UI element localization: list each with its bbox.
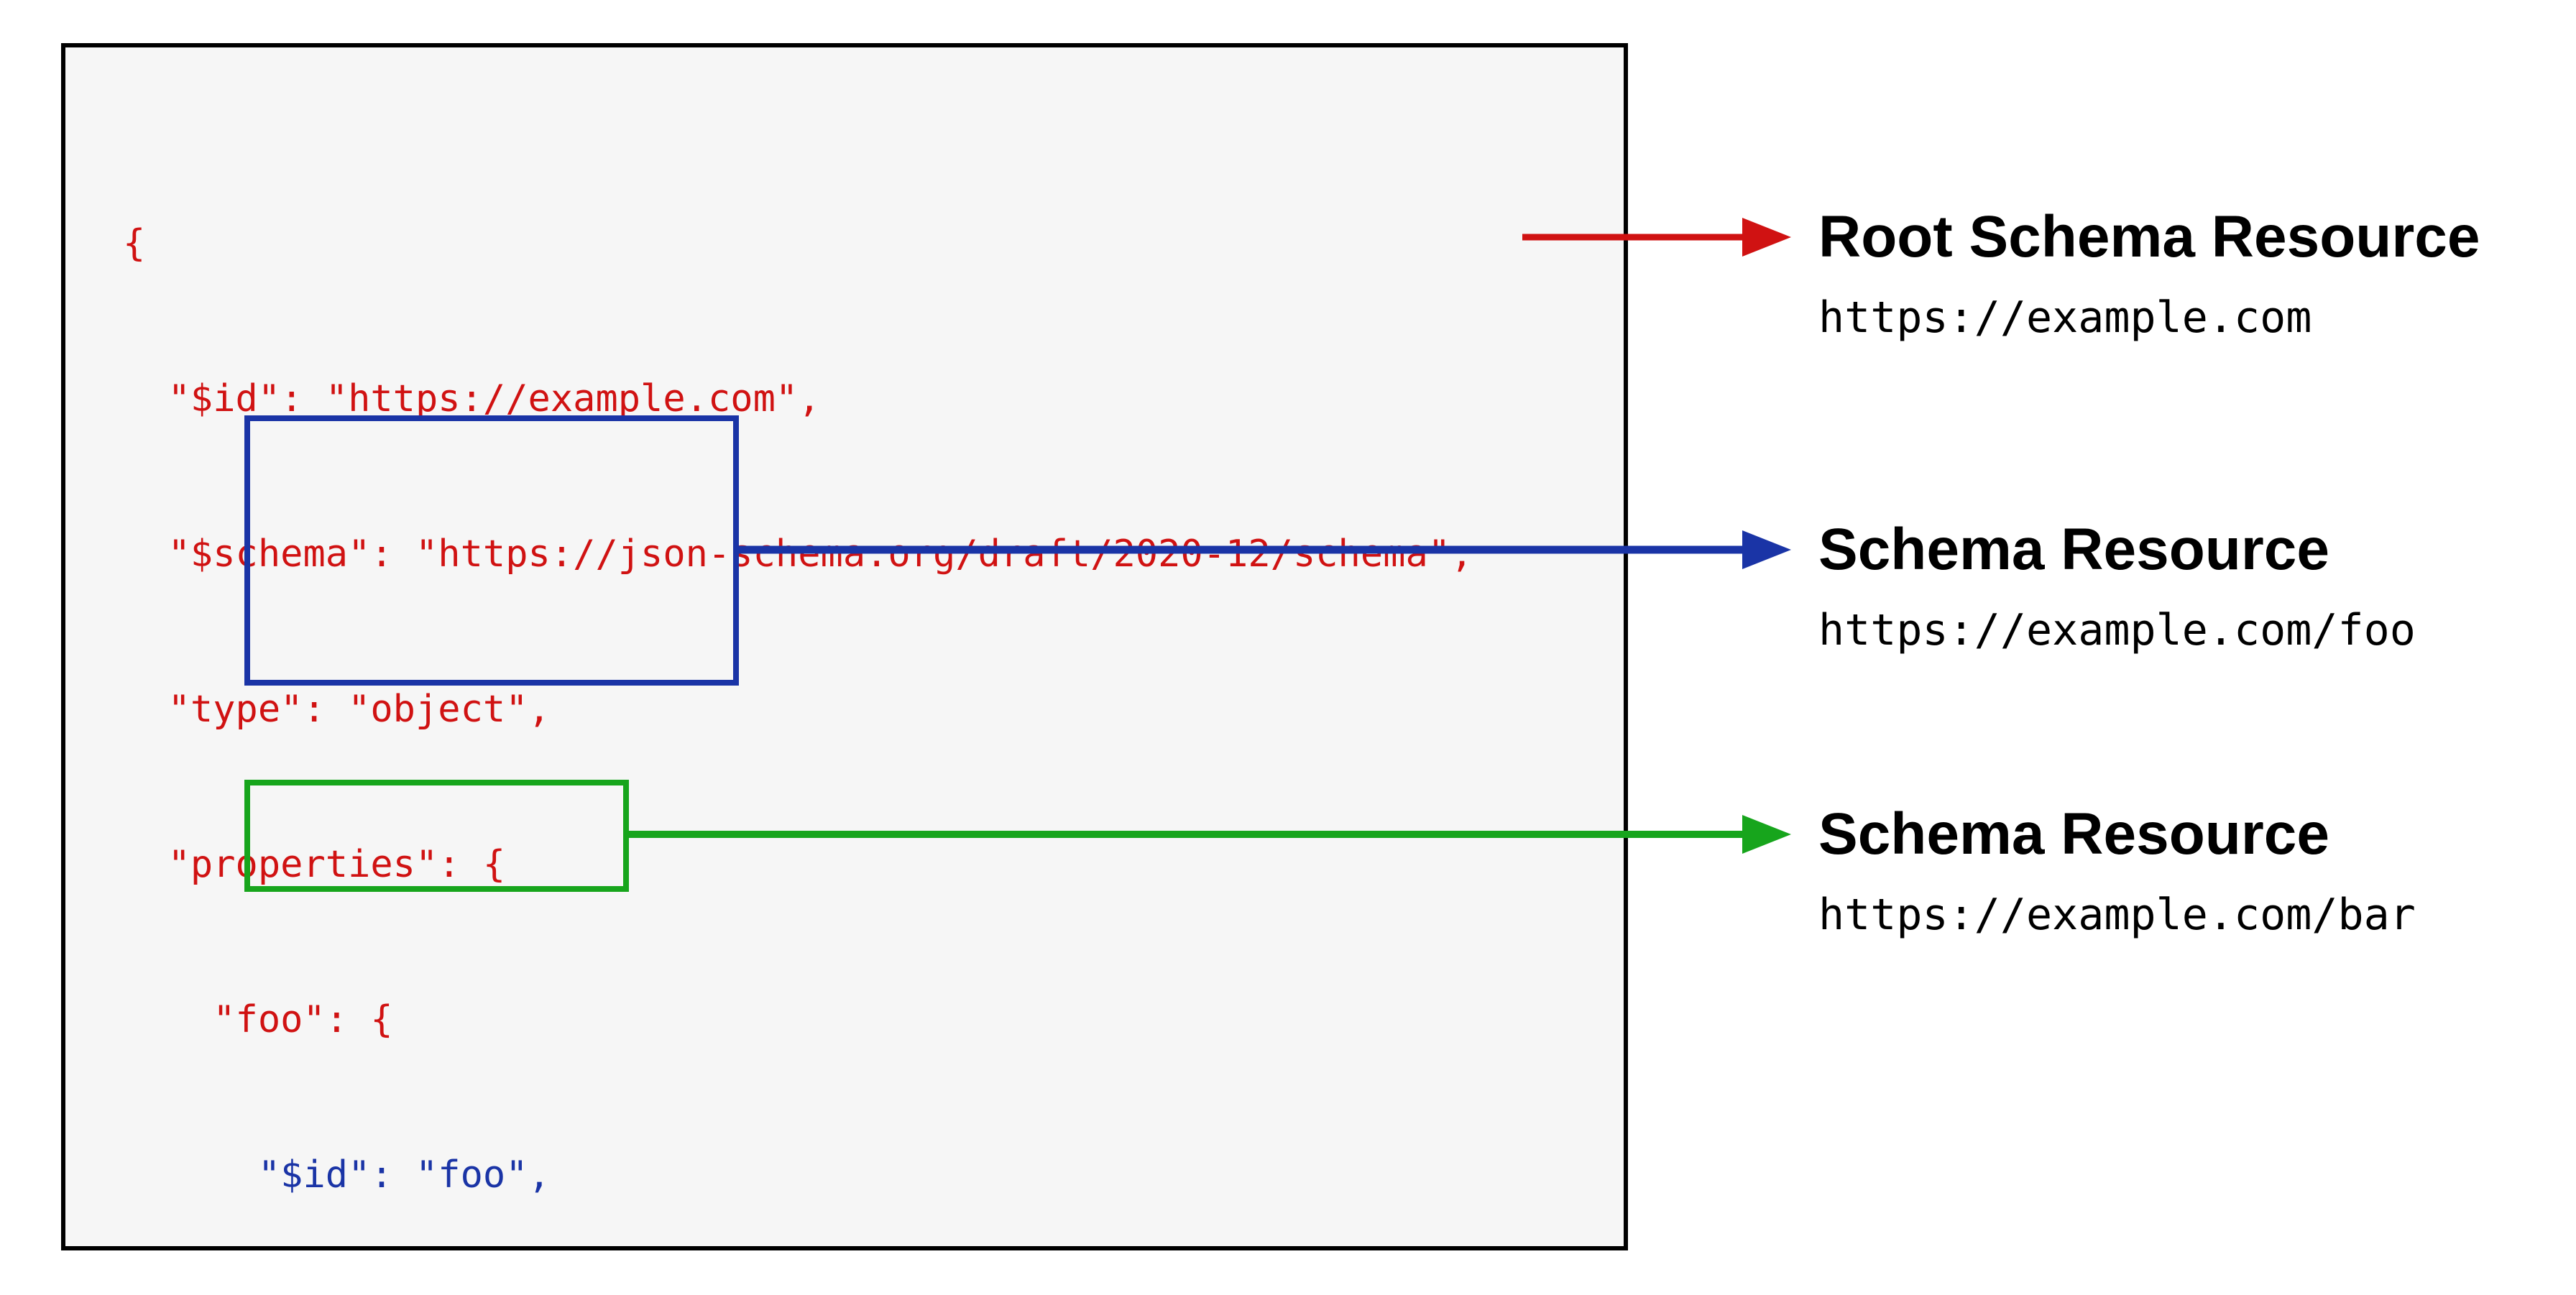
- foo-schema-resource-title: Schema Resource: [1818, 517, 2330, 582]
- root-schema-resource-url: https://example.com: [1818, 292, 2312, 343]
- code-line: {: [123, 222, 146, 265]
- code-line-foo-id: "$id": "foo",: [123, 1153, 551, 1197]
- code-line: "type": "object",: [123, 688, 551, 731]
- bar-schema-resource-box: [244, 780, 629, 892]
- json-code-panel: { "$id": "https://example.com", "$schema…: [61, 43, 1628, 1250]
- bar-schema-resource-title: Schema Resource: [1818, 801, 2330, 867]
- code-line: "$id": "https://example.com",: [123, 377, 821, 420]
- foo-schema-resource-url: https://example.com/foo: [1818, 605, 2416, 655]
- json-code-block: { "$id": "https://example.com", "$schema…: [123, 114, 1473, 1295]
- code-line-schema: "$schema": "https://json-schema.org/draf…: [123, 533, 1473, 576]
- bar-schema-resource-url: https://example.com/bar: [1818, 890, 2416, 940]
- code-line: "foo": {: [123, 998, 393, 1041]
- code-line: "properties": {: [123, 843, 506, 886]
- root-schema-resource-title: Root Schema Resource: [1818, 204, 2480, 269]
- foo-schema-resource-box: [244, 415, 739, 686]
